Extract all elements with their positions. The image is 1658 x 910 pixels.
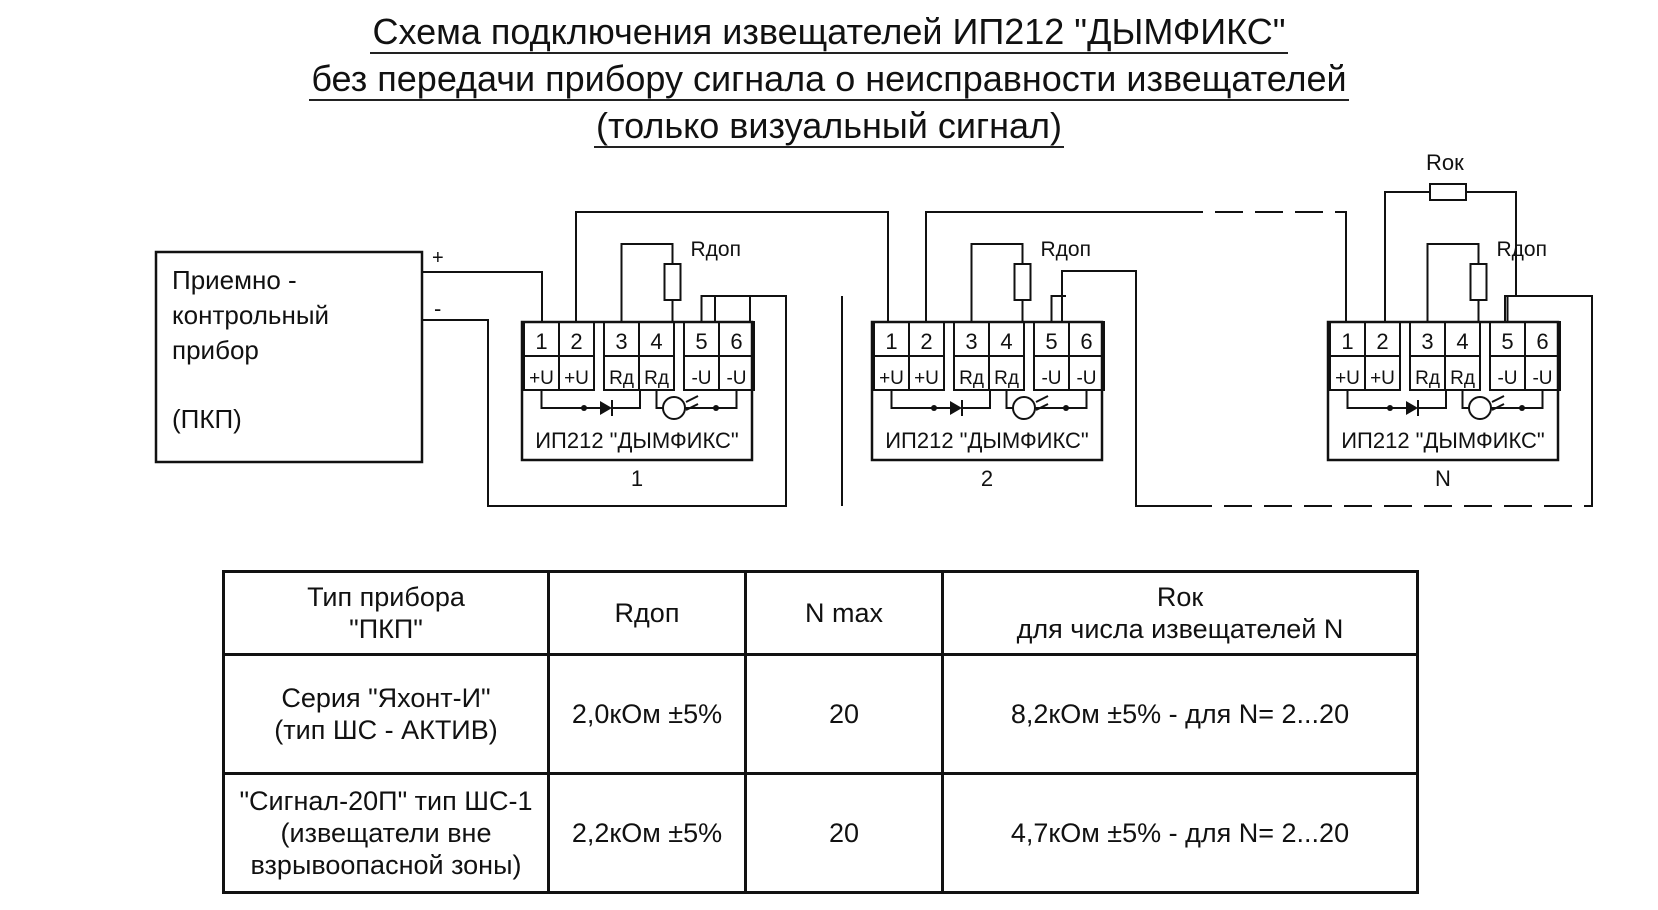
- interconnect-wires: Rок: [422, 150, 1593, 507]
- diode-icon: [1406, 401, 1418, 415]
- detector-number: 1: [631, 466, 643, 491]
- wire-d1-minus-join: [715, 295, 751, 322]
- terminal-number: 4: [1456, 329, 1468, 354]
- header-r-ok: Rок для числа извещателей N: [941, 570, 1419, 656]
- terminal-number: 3: [1421, 329, 1433, 354]
- detector-modules: 1 +U 2 +U 3Rд 4Rд 5 -U 6 -U ИП212 "ДЫМФИКС" 1 Rдоп 1 +…: [520, 238, 1561, 491]
- cell-r-add: 2,0кОм ±5%: [547, 653, 747, 775]
- table-row: Серия "Яхонт-И" (тип ШС - АКТИВ) 2,0кОм …: [222, 653, 1419, 775]
- panel-plus-label: +: [432, 247, 444, 269]
- cell-r-ok: 8,2кОм ±5% - для N= 2...20: [941, 653, 1419, 775]
- terminal-number: 6: [1536, 329, 1548, 354]
- cell-n-max: 20: [744, 653, 944, 775]
- terminal-name: Rд: [959, 368, 984, 389]
- detector-number: 2: [981, 466, 993, 491]
- terminal-number: 5: [1501, 329, 1513, 354]
- control-panel-box: [154, 250, 424, 464]
- terminal-number: 4: [650, 329, 662, 354]
- terminal-number: 4: [1000, 329, 1012, 354]
- terminal-number: 1: [1341, 329, 1353, 354]
- terminal-number: 2: [1376, 329, 1388, 354]
- terminal-name: Rд: [1450, 368, 1475, 389]
- led-icon: [662, 396, 686, 420]
- terminal-name: +U: [914, 368, 939, 389]
- diode-icon: [600, 401, 612, 415]
- terminal-number: 5: [1045, 329, 1057, 354]
- detector-module-1: 1 +U 2 +U 3Rд 4Rд 5 -U 6 -U ИП212 "ДЫМФИКС" 1 Rдоп: [520, 238, 755, 491]
- led-icon: [1468, 396, 1492, 420]
- detector-module-2: 1 +U 2 +U 3Rд 4Rд 5 -U 6 -U ИП212 "ДЫМФИКС" 2 Rдоп: [870, 238, 1105, 491]
- wire-plus-main: [422, 271, 543, 322]
- title-line-2: без передачи прибору сигнала о неисправн…: [309, 58, 1349, 101]
- panel-text-3: прибор: [172, 335, 259, 365]
- r-add-label: Rдоп: [1497, 238, 1547, 261]
- header-device-type: Тип прибора "ПКП": [222, 570, 550, 656]
- detector-module-3: 1 +U 2 +U 3Rд 4Rд 5 -U 6 -U ИП212 "ДЫМФИКС" N Rдоп: [1326, 238, 1561, 491]
- terminal-number: 1: [885, 329, 897, 354]
- wire-d2-minus-in: [1061, 270, 1066, 322]
- terminal-number: 3: [965, 329, 977, 354]
- r-add-resistor: [1469, 263, 1488, 301]
- header-r-add: Rдоп: [547, 570, 747, 656]
- wire-d2-plus-out: [925, 211, 1175, 322]
- title-line-3: (только визуальный сигнал): [594, 105, 1064, 148]
- r-add-label: Rдоп: [1041, 238, 1091, 261]
- rok-resistor: [1429, 183, 1467, 201]
- terminal-number: 5: [695, 329, 707, 354]
- terminal-name: -U: [691, 368, 711, 389]
- rok-label: Rок: [1426, 150, 1464, 175]
- wire-n-plus-in: [1345, 211, 1347, 322]
- terminal-name: +U: [879, 368, 904, 389]
- cell-device-type: Серия "Яхонт-И" (тип ШС - АКТИВ): [222, 653, 550, 775]
- r-add-resistor: [663, 263, 682, 301]
- terminal-name: -U: [1041, 368, 1061, 389]
- table-row: "Сигнал-20П" тип ШС-1 (извещатели вне вз…: [222, 772, 1419, 894]
- table-header-row: Тип прибора "ПКП" Rдоп N max Rок для чис…: [222, 570, 1419, 656]
- detector-label: ИП212 "ДЫМФИКС": [1341, 428, 1545, 453]
- cell-n-max: 20: [744, 772, 944, 894]
- detector-label: ИП212 "ДЫМФИКС": [535, 428, 739, 453]
- header-n-max: N max: [744, 570, 944, 656]
- wire-d1-d2-plus: [575, 211, 889, 322]
- terminal-number: 2: [920, 329, 932, 354]
- terminal-name: -U: [1497, 368, 1517, 389]
- terminal-number: 6: [1080, 329, 1092, 354]
- terminal-name: -U: [1076, 368, 1096, 389]
- terminal-number: 2: [570, 329, 582, 354]
- wire-d2-minus-out: [1066, 270, 1184, 507]
- terminal-name: -U: [1532, 368, 1552, 389]
- panel-text-4: (ПКП): [172, 404, 242, 434]
- wire-rok-left: [1384, 191, 1430, 322]
- cell-r-add: 2,2кОм ±5%: [547, 772, 747, 894]
- wire-rok-right: [1466, 191, 1517, 296]
- terminal-name: -U: [726, 368, 746, 389]
- wire-n-minus-in: [1504, 295, 1593, 507]
- terminal-name: Rд: [994, 368, 1019, 389]
- detector-label: ИП212 "ДЫМФИКС": [885, 428, 1089, 453]
- detector-number: N: [1435, 466, 1451, 491]
- terminal-name: Rд: [1415, 368, 1440, 389]
- title-line-1: Схема подключения извещателей ИП212 "ДЫМ…: [370, 11, 1288, 54]
- diode-icon: [950, 401, 962, 415]
- led-icon: [1012, 396, 1036, 420]
- panel-minus-label: -: [434, 296, 441, 321]
- terminal-name: +U: [1335, 368, 1360, 389]
- panel-text-2: контрольный: [172, 300, 329, 330]
- terminal-name: +U: [529, 368, 554, 389]
- parameters-table: Тип прибора "ПКП" Rдоп N max Rок для чис…: [222, 570, 1419, 894]
- terminal-number: 1: [535, 329, 547, 354]
- r-add-label: Rдоп: [691, 238, 741, 261]
- wiring-diagram: Приемно - контрольный прибор (ПКП) + - 1…: [154, 150, 1593, 507]
- cell-device-type: "Сигнал-20П" тип ШС-1 (извещатели вне вз…: [222, 772, 550, 894]
- panel-text-1: Приемно -: [172, 265, 297, 295]
- cell-r-ok: 4,7кОм ±5% - для N= 2...20: [941, 772, 1419, 894]
- terminal-name: Rд: [644, 368, 669, 389]
- r-add-resistor: [1013, 263, 1032, 301]
- terminal-name: +U: [1370, 368, 1395, 389]
- control-panel: Приемно - контрольный прибор (ПКП) + -: [154, 247, 444, 464]
- terminal-number: 3: [615, 329, 627, 354]
- terminal-name: +U: [564, 368, 589, 389]
- terminal-name: Rд: [609, 368, 634, 389]
- terminal-number: 6: [730, 329, 742, 354]
